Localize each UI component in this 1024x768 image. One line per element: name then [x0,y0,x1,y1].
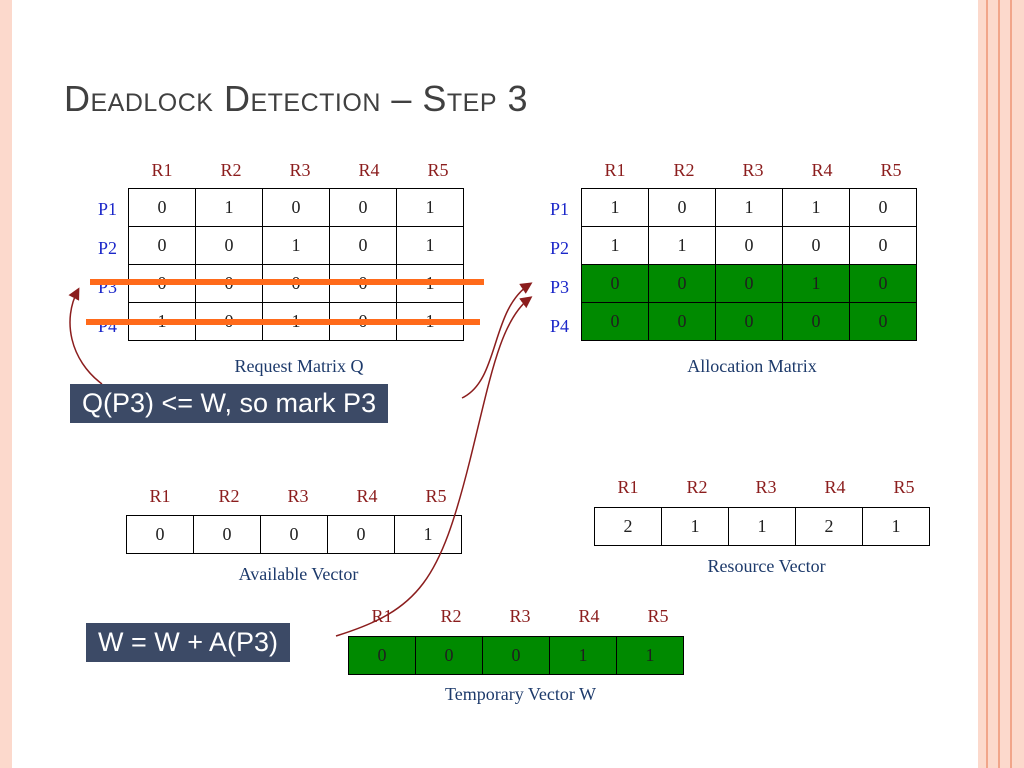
vector-cell: 2 [594,507,662,546]
column-header: R1 [149,486,171,506]
slide-frame-left [0,0,12,768]
matrix-cell: 0 [581,302,649,341]
allocation-matrix-caption: Allocation Matrix [687,356,817,376]
matrix-cell: 0 [329,188,397,227]
available-vector-caption: Available Vector [238,564,359,584]
mark-callout: Q(P3) <= W, so mark P3 [70,384,389,423]
vector-cell: 1 [661,507,729,546]
column-header: R5 [425,486,447,506]
column-header: R1 [151,160,173,180]
temporary-vector-grid: 0 0 0 1 1 [348,636,684,675]
vector-cell: 0 [327,515,395,554]
row-label: P3 [550,277,570,297]
matrix-cell: 0 [648,264,716,303]
matrix-cell: 0 [715,226,783,265]
matrix-cell: 0 [849,302,917,341]
vector-cell: 0 [415,636,483,675]
slide-frame-right [978,0,1024,768]
table-row: 0 0 1 0 1 [128,226,464,265]
vector-cell: 1 [549,636,617,675]
row-label: P4 [550,316,570,336]
arrow-from-update [335,296,533,637]
column-header: R2 [673,160,695,180]
vector-cell: 1 [862,507,930,546]
row-label: P1 [98,199,118,219]
matrix-cell: 1 [782,264,850,303]
table-row: 1 1 0 0 0 [581,226,917,265]
matrix-cell: 0 [782,302,850,341]
table-row-highlighted: 0 0 0 1 1 [348,636,684,675]
column-header: R5 [880,160,902,180]
matrix-cell: 0 [782,226,850,265]
matrix-cell: 0 [715,302,783,341]
column-header: R4 [811,160,833,180]
row-label: P2 [550,238,570,258]
vector-cell: 0 [126,515,194,554]
temporary-vector-caption: Temporary Vector W [444,684,597,704]
arrow-to-request-p3 [68,287,103,385]
column-header: R1 [617,477,639,497]
column-header: R3 [289,160,311,180]
vector-cell: 2 [795,507,863,546]
table-row: 2 1 1 2 1 [594,507,930,546]
vector-cell: 0 [348,636,416,675]
request-matrix-caption: Request Matrix Q [234,356,364,376]
column-header: R2 [218,486,240,506]
column-header: R3 [509,606,531,626]
column-header: R4 [356,486,378,506]
matrix-cell: 0 [648,188,716,227]
column-header: R4 [578,606,600,626]
column-header: R2 [686,477,708,497]
vector-cell: 0 [260,515,328,554]
column-header: R2 [440,606,462,626]
matrix-cell: 0 [581,264,649,303]
matrix-cell: 1 [581,226,649,265]
table-row-highlighted: 0 0 0 1 0 [581,264,917,303]
column-header: R5 [647,606,669,626]
matrix-cell: 1 [396,226,464,265]
vector-cell: 1 [394,515,462,554]
matrix-cell: 1 [262,226,330,265]
vector-cell: 1 [728,507,796,546]
table-row-highlighted: 0 0 0 0 0 [581,302,917,341]
column-header: R4 [824,477,846,497]
column-header: R4 [358,160,380,180]
matrix-cell: 0 [329,226,397,265]
row-label: P2 [98,238,118,258]
table-row: 0 0 0 0 1 [126,515,462,554]
resource-vector-grid: 2 1 1 2 1 [594,507,930,546]
resource-vector-caption: Resource Vector [707,556,826,576]
slide-title: Deadlock Detection – Step 3 [64,78,529,119]
column-header: R3 [755,477,777,497]
column-header: R5 [427,160,449,180]
available-vector-grid: 0 0 0 0 1 [126,515,462,554]
vector-cell: 1 [616,636,684,675]
column-header: R3 [742,160,764,180]
allocation-matrix-grid: 1 0 1 1 0 1 1 0 0 0 0 0 0 1 0 0 0 0 0 0 [581,188,917,341]
row-label: P1 [550,199,570,219]
matrix-cell: 0 [648,302,716,341]
column-header: R1 [604,160,626,180]
update-callout: W = W + A(P3) [86,623,291,662]
column-header: R3 [287,486,309,506]
matrix-cell: 1 [396,188,464,227]
arrow-to-allocation-p3 [461,282,533,399]
column-header: R5 [893,477,915,497]
column-header: R2 [220,160,242,180]
